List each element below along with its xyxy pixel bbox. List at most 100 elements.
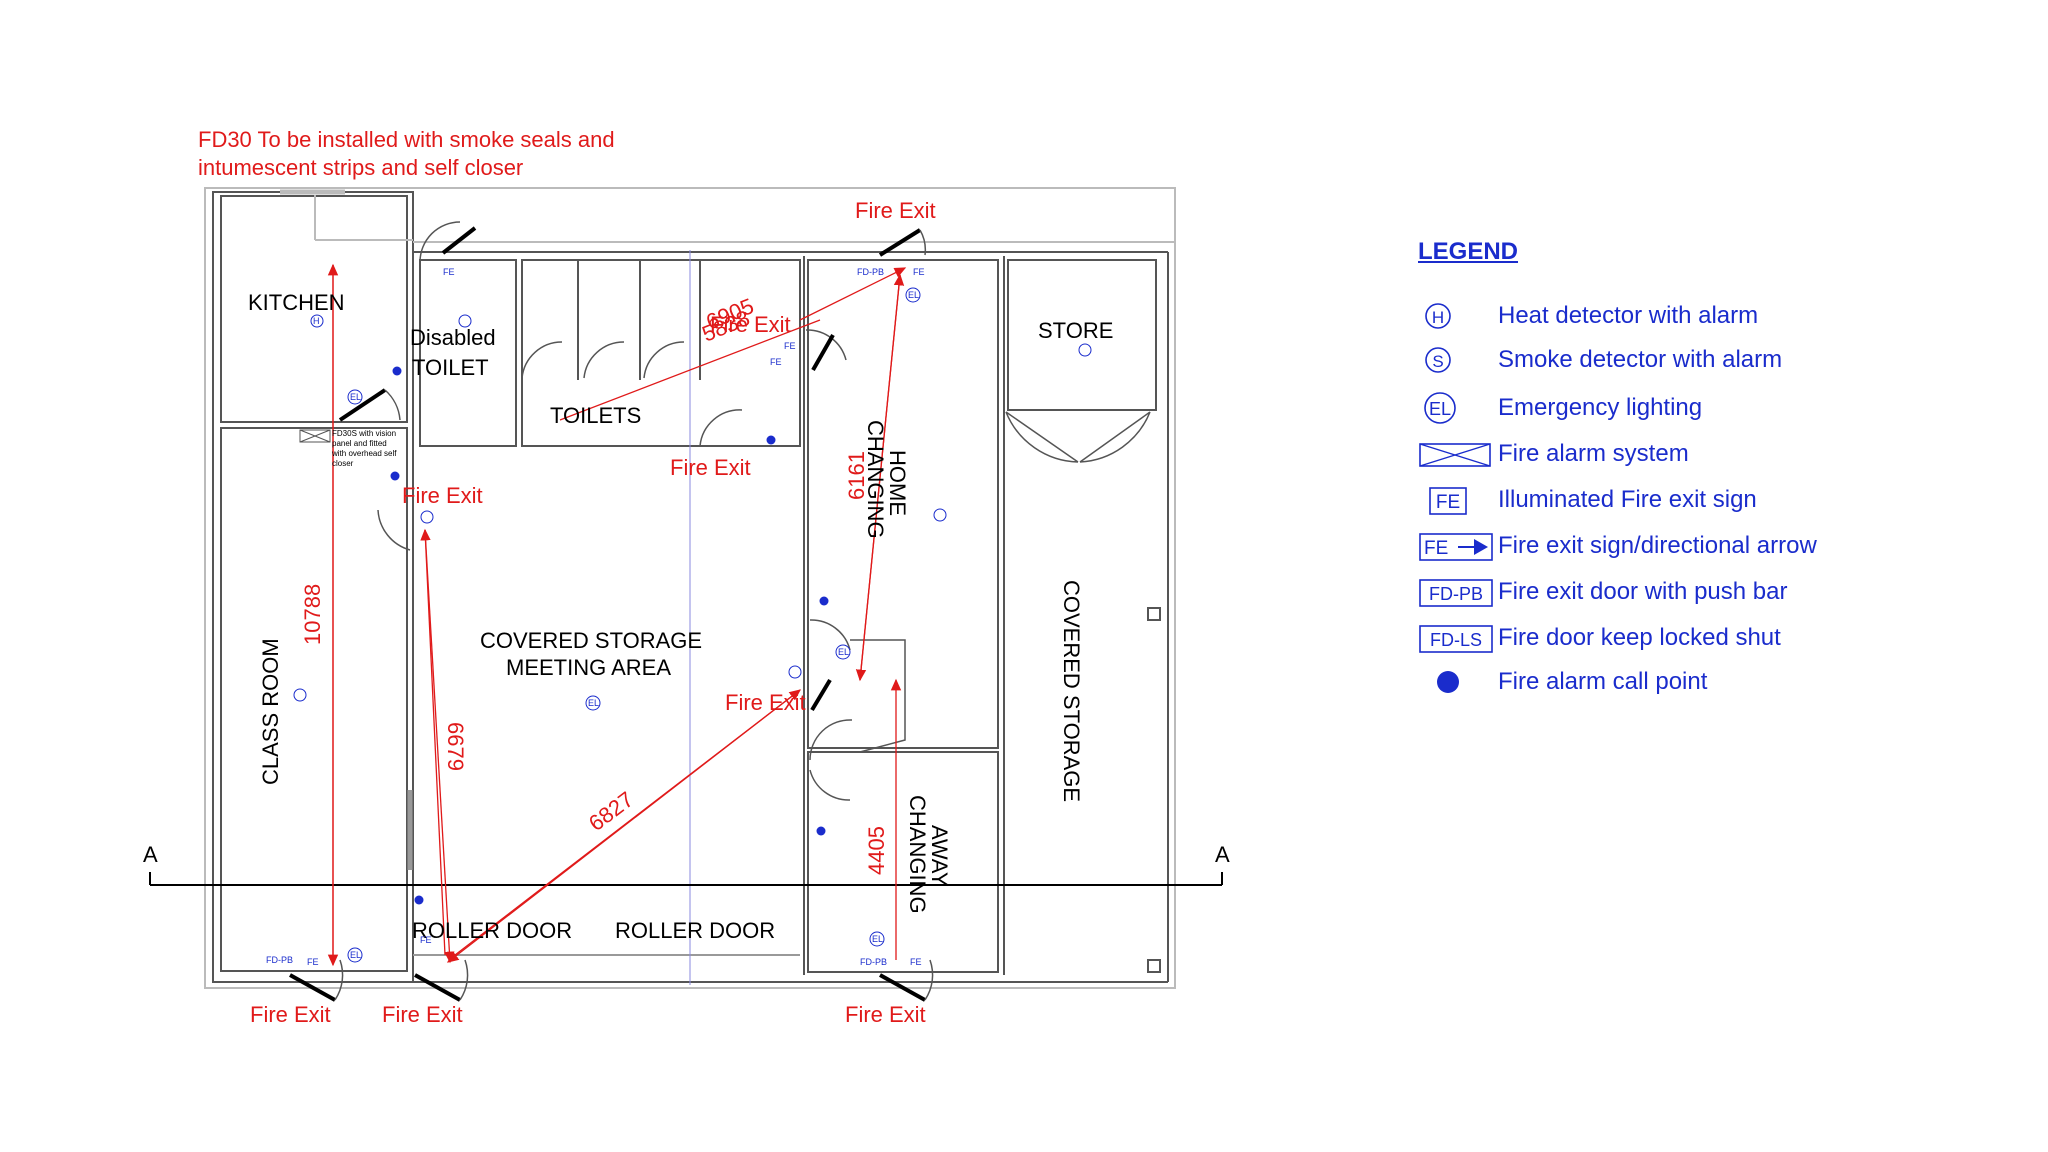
classroom-door	[377, 509, 411, 551]
home-changing-door	[809, 619, 851, 651]
kitchen-fire-door	[338, 388, 387, 422]
meeting-area-label-1: COVERED STORAGE	[480, 628, 702, 653]
disabled-exit-door	[441, 226, 477, 255]
exit-arc-3	[924, 959, 934, 1001]
route-toilets	[559, 319, 821, 421]
classroom-wall	[220, 427, 408, 972]
route-toilets-north	[799, 267, 907, 321]
section-marker-right: A	[1215, 842, 1230, 867]
fd-ls-icon: FD-LS	[1419, 625, 1493, 653]
route-6827-back	[446, 689, 801, 963]
emergency-light-glyph: EL	[908, 290, 919, 300]
fire-exit-label-away: Fire Exit	[845, 1002, 926, 1027]
away-changing-label-2: CHANGING	[905, 795, 930, 914]
heat-detector-icon	[310, 314, 324, 328]
fe-sign-plan: FE	[307, 957, 319, 967]
plan-sign-text: H EL EL EL EL EL EL FE FE FE FE FD-PB FE…	[266, 267, 925, 967]
exit-arc-4	[919, 229, 927, 256]
fe-sign-plan: FE	[910, 957, 922, 967]
away-door-lower	[809, 769, 851, 801]
emergency-light-glyph: EL	[350, 950, 361, 960]
post-marker-2	[1147, 959, 1161, 973]
fe-sign-plan: FE	[420, 935, 432, 945]
legend-label: Heat detector with alarm	[1498, 302, 1759, 329]
dim-6161: 6161	[844, 451, 869, 500]
legend-item-fd-ls: FD-LS Fire door keep locked shut	[1418, 618, 2018, 658]
home-changing-label-2: CHANGING	[863, 420, 888, 539]
cubicle-door-1	[521, 341, 563, 379]
call-point-icon	[766, 435, 776, 445]
fe-sign-plan: FE	[443, 267, 455, 277]
emergency-light-glyph: EL	[838, 647, 849, 657]
fd30-note-line2: intumescent strips and self closer	[198, 155, 524, 180]
fd30-note: FD30 To be installed with smoke seals an…	[198, 126, 615, 182]
away-changing-wall	[807, 751, 999, 973]
disabled-toilet-wall	[419, 259, 517, 447]
fe-sign-plan: FE	[784, 341, 796, 351]
room-labels: KITCHEN Disabled TOILET TOILETS STORE HO…	[248, 290, 1113, 943]
emergency-light-icon	[835, 644, 851, 660]
toilets-wall	[521, 259, 801, 447]
legend-fe-arrow-glyph: FE	[1424, 538, 1448, 559]
fire-exit-label-roller: Fire Exit	[382, 1002, 463, 1027]
fd30s-note-line4: closer	[332, 459, 354, 468]
emergency-light-glyph: EL	[350, 392, 361, 402]
smoke-detector-icon	[458, 314, 472, 328]
away-changing-label-1: AWAY	[927, 825, 952, 887]
legend-label: Smoke detector with alarm	[1498, 346, 1783, 373]
emergency-light-glyph: EL	[588, 698, 599, 708]
dim-10788: 10788	[300, 584, 325, 645]
legend-label: Fire alarm system	[1498, 440, 1689, 467]
fd-pb-sign-plan: FD-PB	[860, 957, 887, 967]
exit-arc-5	[384, 389, 401, 421]
route-6679	[420, 528, 446, 956]
legend-fe-glyph: FE	[1436, 492, 1460, 513]
escape-routes	[327, 263, 907, 967]
fire-exit-label-toilet-door: Fire Exit	[670, 455, 751, 480]
call-point-icon	[414, 895, 424, 905]
fe-arrow-icon: FE	[1419, 533, 1493, 561]
legend-item-smoke-detector: S Smoke detector with alarm	[1418, 340, 2018, 380]
emergency-light-glyph: EL	[872, 934, 883, 944]
meeting-fire-door	[810, 678, 832, 712]
disabled-toilet-label-2: TOILET	[412, 355, 489, 380]
kitchen-label: KITCHEN	[248, 290, 345, 315]
legend-item-fd-pb: FD-PB Fire exit door with push bar	[1418, 572, 2018, 612]
meeting-area-label-2: MEETING AREA	[506, 655, 671, 680]
fire-exit-label-classroom: Fire Exit	[250, 1002, 331, 1027]
dim-6827: 6827	[584, 787, 638, 836]
legend-heat-glyph: H	[1432, 308, 1444, 327]
toilets-door	[699, 409, 743, 447]
dim-4405: 4405	[864, 826, 889, 875]
emergency-light-icon	[869, 931, 885, 947]
roller-door-label-2: ROLLER DOOR	[615, 918, 775, 943]
section-marker-left: A	[143, 842, 158, 867]
call-point-icon	[1437, 671, 1459, 693]
north-exit-door	[878, 228, 922, 257]
heat-detector-glyph: H	[313, 316, 320, 326]
home-changing-label-1: HOME	[885, 450, 910, 516]
away-door-upper	[809, 719, 853, 761]
fire-exit-label-toilets: Fire Exit	[710, 312, 791, 337]
call-point-icon	[816, 826, 826, 836]
outer-wall-line	[204, 187, 1176, 989]
exit-arc-2	[459, 959, 469, 1001]
call-point-icon	[392, 366, 402, 376]
smoke-detector-icon	[933, 508, 947, 522]
changing-lobby-wall	[850, 639, 906, 753]
route-6679-down	[424, 529, 455, 964]
fire-alarm-system-icon	[1419, 443, 1491, 467]
route-6161-down	[855, 274, 901, 682]
legend-item-fe-sign: FE Illuminated Fire exit sign	[1418, 480, 2018, 520]
fd-pb-sign-plan: FD-PB	[266, 955, 293, 965]
legend-item-emergency-light: EL Emergency lighting	[1418, 388, 2018, 428]
classroom-label: CLASS ROOM	[258, 638, 283, 785]
fd-pb-sign-plan: FD-PB	[857, 267, 884, 277]
emergency-light-icon	[347, 389, 363, 405]
legend-item-call-point: Fire alarm call point	[1418, 662, 2018, 702]
section-line: A A	[143, 842, 1230, 886]
emergency-light-icon	[585, 695, 601, 711]
disabled-door-arc	[419, 221, 461, 263]
legend-label: Fire exit sign/directional arrow	[1498, 532, 1817, 559]
